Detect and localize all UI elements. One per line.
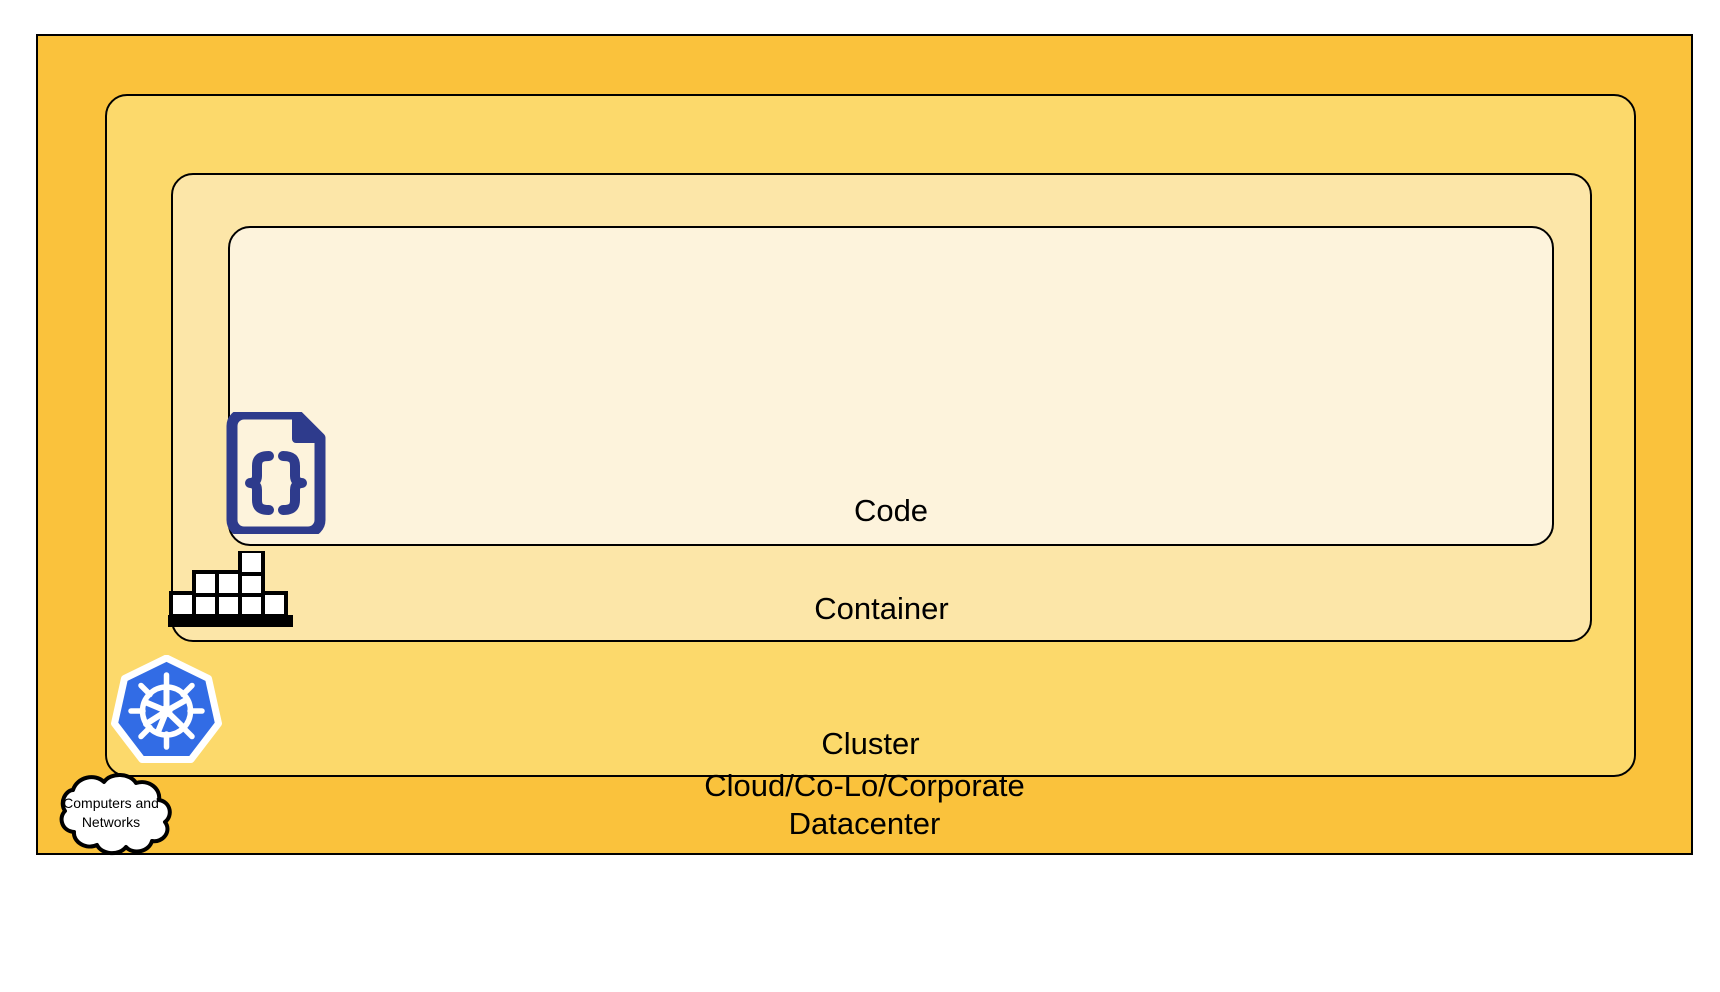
computers-and-networks-cloud[interactable]: Computers and Networks [31,772,191,859]
kubernetes-helm-wheel-icon[interactable] [110,654,223,767]
layer-label-datacenter: Cloud/Co-Lo/Corporate Datacenter [704,768,1025,841]
layer-cluster[interactable]: Code Container Cluster [105,94,1636,777]
code-braces-document-icon[interactable] [222,408,328,538]
layer-container[interactable]: Code Container [171,173,1592,642]
layer-datacenter[interactable]: Code Container Cluster Cloud/Co-Lo/Corpo… [36,34,1693,855]
layer-label-cluster: Cluster [821,726,920,761]
layer-label-container: Container [814,591,949,626]
layer-label-code: Code [853,493,929,528]
layer-code[interactable]: Code [228,226,1554,546]
container-stack-icon[interactable] [168,549,293,629]
